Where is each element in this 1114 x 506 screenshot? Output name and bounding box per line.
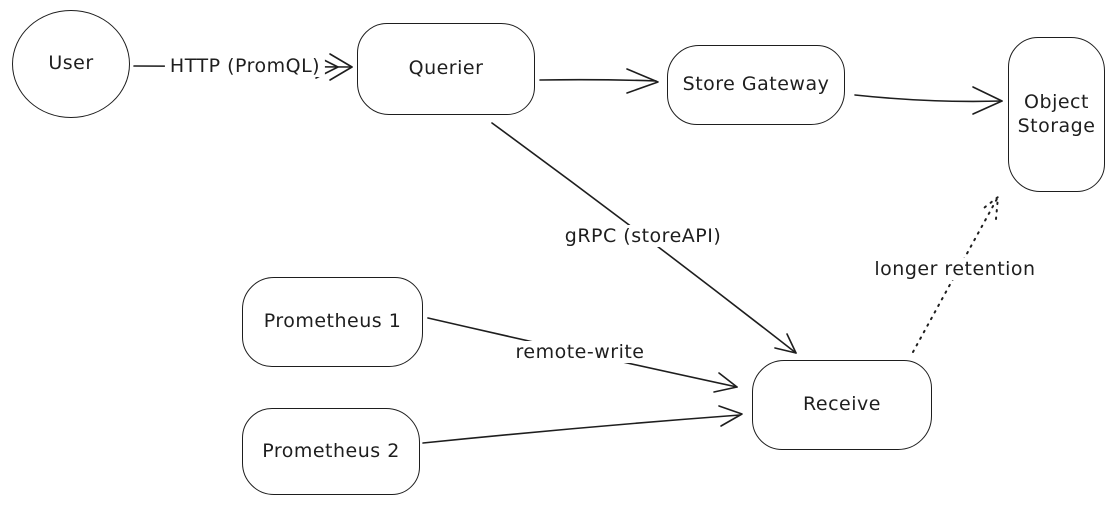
node-receive-label: Receive: [803, 393, 881, 416]
node-object-storage-label: Object Storage: [1017, 90, 1096, 137]
edge-label-grpc-storeapi: gRPC (storeAPI): [559, 225, 727, 247]
edge-receive-object-storage: [912, 196, 999, 353]
edge-label-remote-write: remote-write: [510, 341, 650, 363]
node-querier-label: Querier: [408, 57, 484, 80]
edge-label-longer-retention: longer retention: [869, 258, 1041, 280]
edge-prometheus-2-receive: [422, 405, 743, 444]
edge-store-gateway-object-storage: [854, 86, 1003, 115]
node-prometheus-2: Prometheus 2: [242, 408, 420, 495]
node-querier: Querier: [357, 23, 535, 115]
node-prometheus-1-label: Prometheus 1: [263, 310, 402, 333]
node-store-gateway: Store Gateway: [667, 45, 845, 125]
node-store-gateway-label: Store Gateway: [682, 73, 830, 96]
node-user-label: User: [48, 52, 94, 75]
node-receive: Receive: [752, 360, 932, 450]
edge-querier-store-gateway: [539, 68, 659, 94]
node-object-storage: Object Storage: [1008, 37, 1105, 192]
node-prometheus-2-label: Prometheus 2: [262, 439, 400, 462]
edge-label-http-promql: HTTP (PromQL): [164, 55, 326, 77]
node-user: User: [12, 10, 130, 118]
node-prometheus-1: Prometheus 1: [242, 277, 423, 367]
